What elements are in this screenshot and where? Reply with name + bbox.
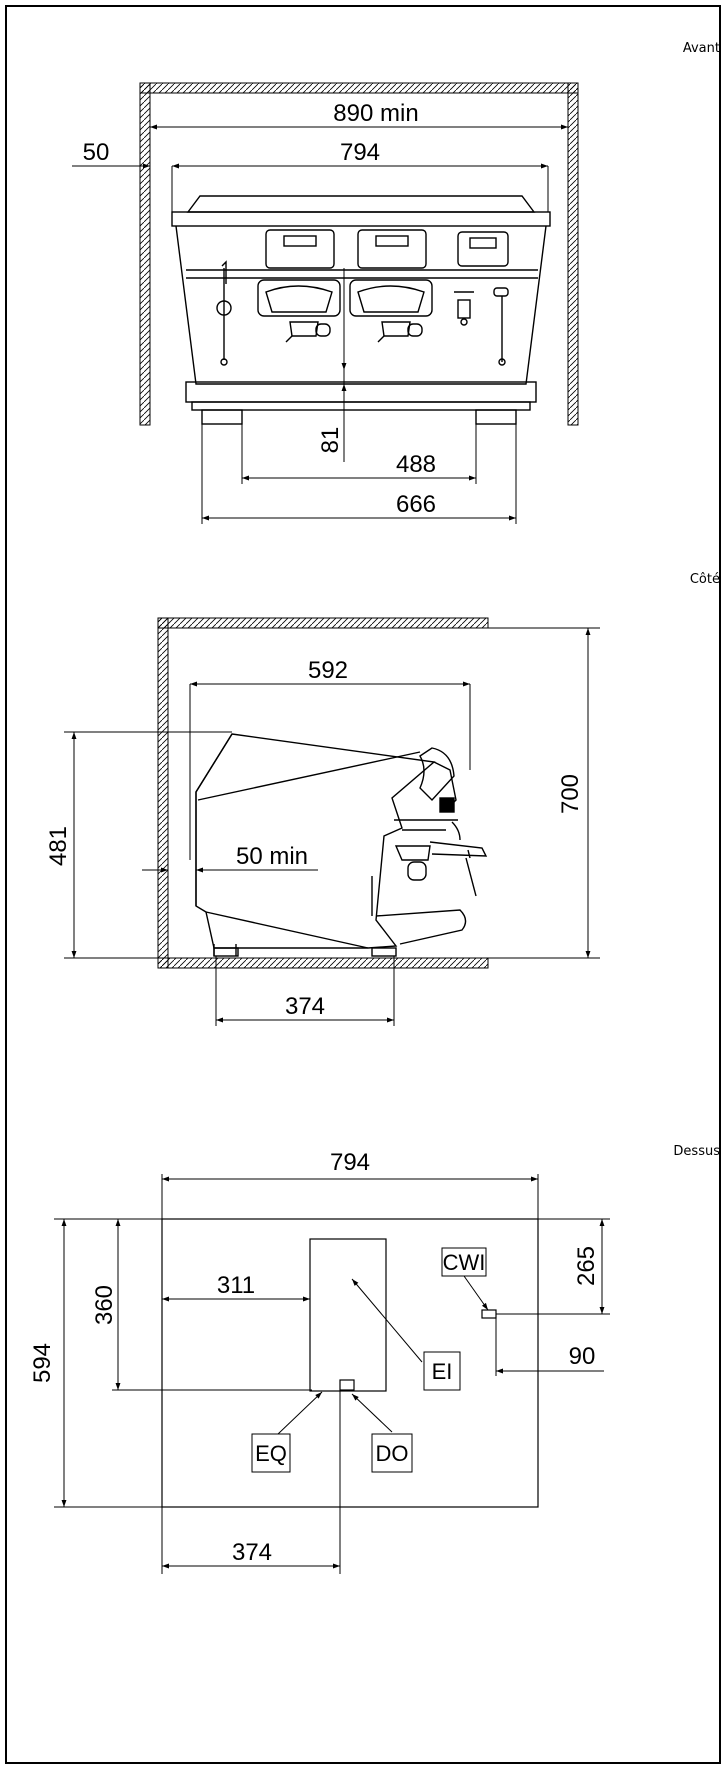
dim-depth: 592	[308, 657, 348, 684]
connection-boxes	[251, 1247, 487, 1473]
dim-top-311: 311	[217, 1272, 255, 1299]
dim-top-265: 265	[573, 1246, 600, 1286]
dim-wall-gap: 50	[83, 139, 110, 166]
dim-height-700: 700	[557, 774, 584, 814]
connection-ei: EI	[432, 1359, 453, 1384]
dim-top-width: 794	[330, 1149, 370, 1176]
dim-rear-gap: 50 min	[236, 843, 308, 870]
dim-feet-inner: 488	[396, 451, 436, 478]
view-label-front: Avant	[683, 41, 720, 56]
front-machine	[171, 195, 551, 425]
connection-arrows	[277, 1275, 489, 1435]
connection-eq: EQ	[255, 1441, 287, 1466]
top-dimensions	[54, 1174, 610, 1574]
view-label-top: Dessus	[673, 1144, 720, 1159]
front-walls	[139, 82, 579, 426]
front-dimensions	[72, 124, 568, 524]
dim-width-min: 890 min	[333, 100, 418, 127]
top-machine-outline	[161, 1218, 539, 1508]
dim-top-90: 90	[569, 1343, 596, 1370]
side-walls	[157, 617, 489, 969]
dim-top-374: 374	[232, 1539, 272, 1566]
dim-machine-width: 794	[340, 139, 380, 166]
dim-side-feet: 374	[285, 993, 325, 1020]
dim-feet-outer: 666	[396, 491, 436, 518]
side-dimensions	[64, 627, 600, 1026]
side-machine	[195, 733, 488, 957]
view-label-side: Côté	[690, 572, 720, 587]
dim-height-81: 81	[317, 427, 344, 454]
dim-top-360: 360	[91, 1285, 118, 1325]
drawing-frame	[5, 5, 721, 1764]
dim-top-depth: 594	[29, 1343, 56, 1383]
connection-cwi: CWI	[443, 1250, 486, 1275]
connection-do: DO	[376, 1441, 409, 1466]
dim-height-481: 481	[45, 826, 72, 866]
